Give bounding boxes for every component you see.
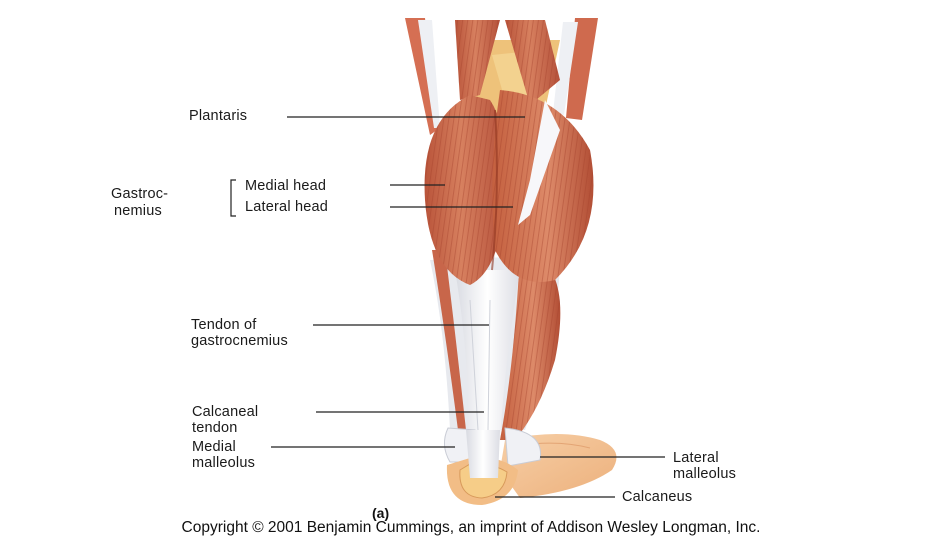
label-medial-malleolus-line2: malleolus (192, 455, 255, 471)
label-calcaneal-line1: Calcaneal (192, 404, 258, 420)
label-tendon-of-line1: Tendon of (191, 317, 257, 333)
label-calcaneus: Calcaneus (622, 489, 692, 505)
label-calcaneal-line2: tendon (192, 420, 238, 436)
copyright-notice: Copyright © 2001 Benjamin Cummings, an i… (0, 519, 942, 537)
label-medial-malleolus-line1: Medial (192, 439, 236, 455)
gastrocnemius-bracket (231, 180, 236, 216)
gastrocnemius (425, 90, 594, 285)
label-lateral-malleolus-line1: Lateral (673, 450, 719, 466)
label-tendon-of-line2: gastrocnemius (191, 333, 288, 349)
label-medial-head: Medial head (245, 178, 326, 194)
label-plantaris: Plantaris (189, 108, 247, 124)
label-gastrocnemius-line2: nemius (114, 203, 162, 219)
label-lateral-malleolus-line2: malleolus (673, 466, 736, 482)
foot (444, 428, 616, 505)
label-lateral-head: Lateral head (245, 199, 328, 215)
label-gastrocnemius-line1: Gastroc- (111, 186, 168, 202)
